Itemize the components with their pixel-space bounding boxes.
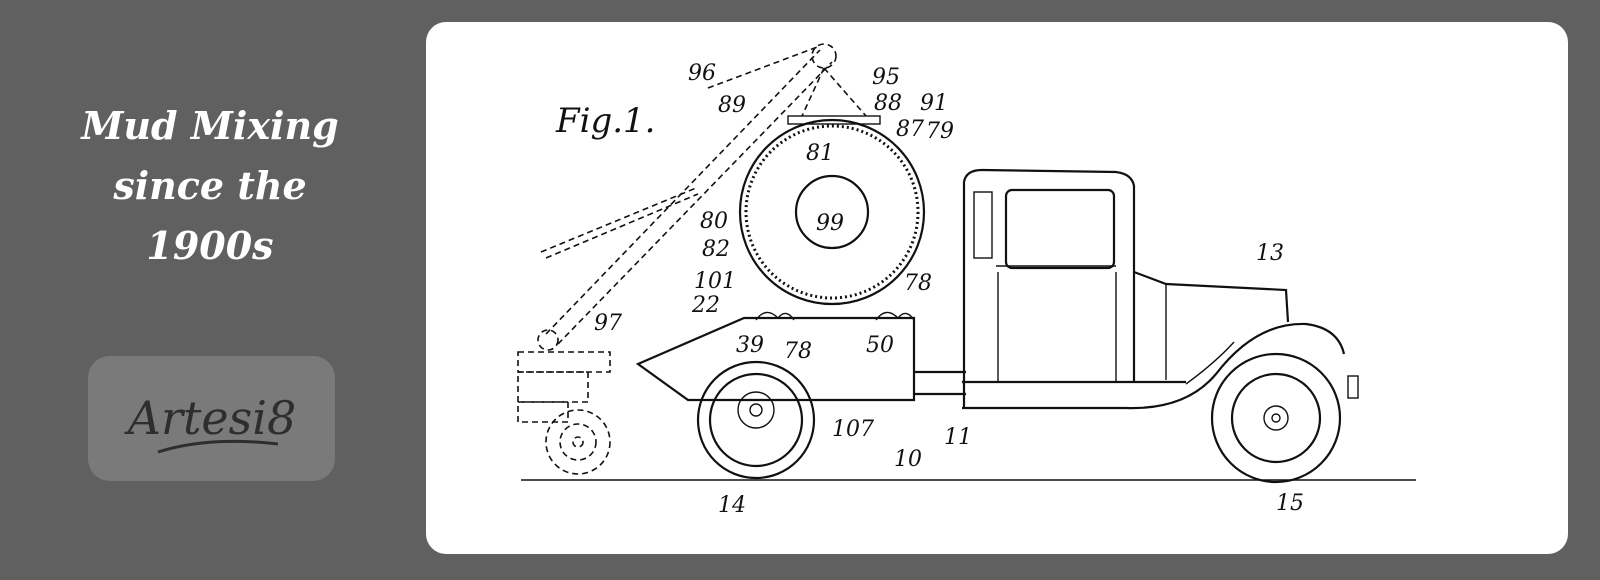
ref-label: 96 — [688, 61, 716, 86]
headline-line-2: since the — [113, 163, 307, 208]
ref-label: 39 — [736, 333, 764, 358]
ref-label: 15 — [1276, 491, 1304, 516]
ref-label: 97 — [594, 311, 622, 336]
crane-boom — [537, 43, 837, 351]
headline-line-1: Mud Mixing — [81, 103, 339, 148]
ref-label: 91 — [920, 91, 948, 116]
logo-wordmark: Artesi8 — [124, 391, 297, 445]
ref-label: 89 — [718, 93, 746, 118]
mixing-drum — [738, 67, 926, 306]
truck-cab — [962, 168, 1359, 410]
ref-label: 99 — [816, 211, 844, 236]
ref-label: 87 — [896, 117, 924, 142]
brand-logo: Artesi8 — [88, 356, 335, 481]
ref-label: 78 — [784, 339, 812, 364]
logo-swash — [157, 439, 279, 454]
ref-label: 80 — [700, 209, 728, 234]
headline-line-3: 1900s — [146, 223, 274, 268]
ref-label: 13 — [1256, 241, 1284, 266]
rear-wheel — [696, 360, 816, 480]
ref-label: 11 — [944, 425, 972, 450]
patent-drawing-panel: Fig.1. — [426, 22, 1568, 554]
logo-graphic: Artesi8 — [124, 391, 297, 454]
reference-numerals: 96 95 89 88 91 87 79 81 99 80 82 101 22 … — [594, 61, 1304, 518]
ref-label: 10 — [894, 447, 922, 472]
front-wheel — [1210, 352, 1342, 484]
mixer-body — [635, 311, 966, 402]
ref-label: 22 — [691, 293, 720, 318]
headline: Mud Mixing since the 1900s — [40, 96, 380, 276]
ref-label: 101 — [694, 269, 736, 294]
ref-label: 95 — [872, 65, 900, 90]
ref-label: 88 — [874, 91, 902, 116]
ref-label: 78 — [904, 271, 932, 296]
ref-label: 81 — [806, 141, 834, 166]
ref-label: 14 — [718, 493, 746, 518]
trailing-vehicle — [517, 351, 611, 475]
ref-label: 79 — [926, 119, 954, 144]
ref-label: 82 — [702, 237, 730, 262]
patent-drawing: Fig.1. — [517, 43, 1416, 518]
ref-label: 107 — [832, 417, 874, 442]
figure-label: Fig.1. — [555, 101, 655, 141]
ref-label: 50 — [866, 333, 894, 358]
